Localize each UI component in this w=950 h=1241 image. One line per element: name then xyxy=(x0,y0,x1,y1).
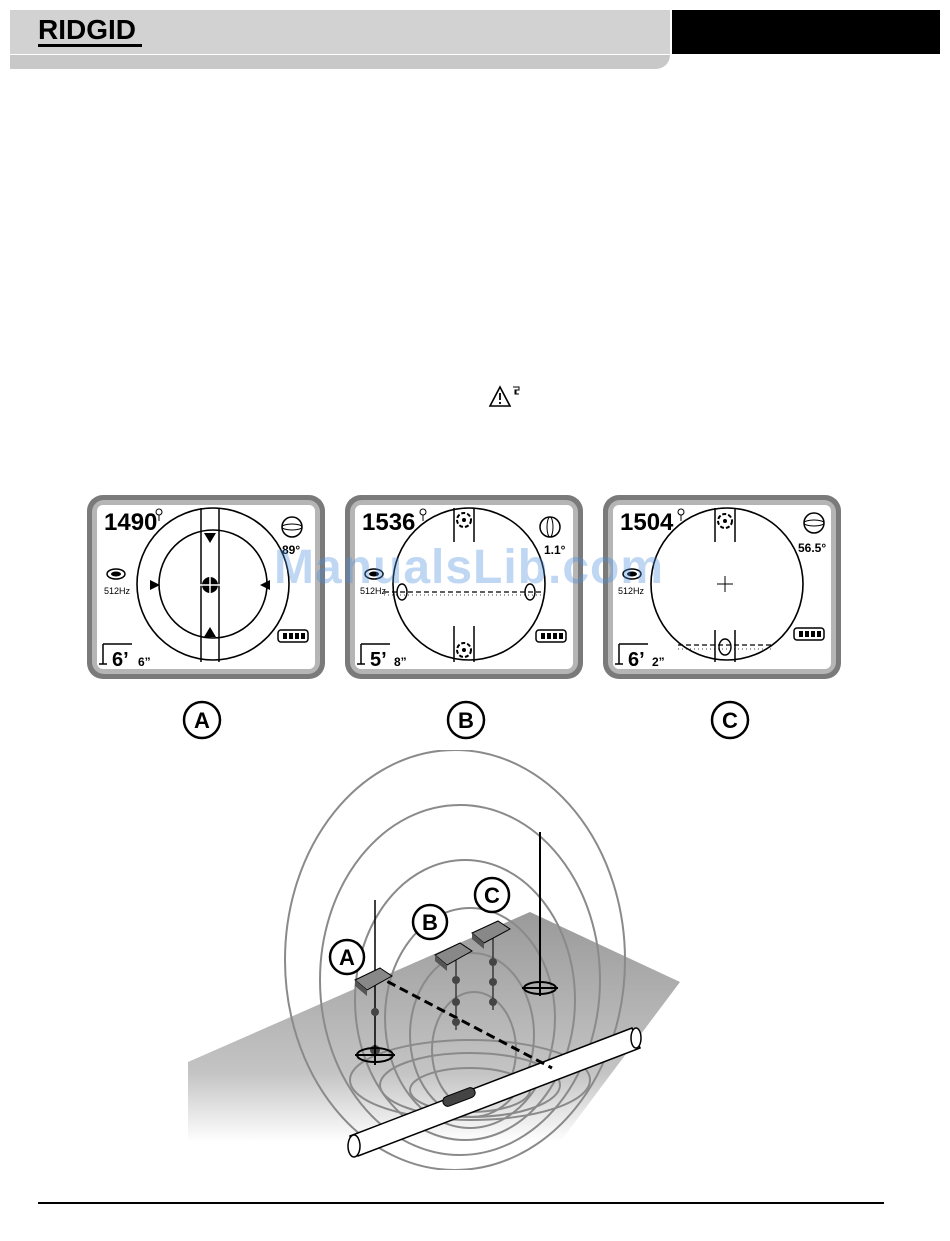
svg-text:A: A xyxy=(339,945,355,970)
screen-c-angle: 56.5° xyxy=(798,541,826,555)
screen-b-depth-in: 8” xyxy=(394,655,407,669)
label-circle-b: B xyxy=(446,700,486,740)
label-circle-a: A xyxy=(182,700,222,740)
screen-a-signal: 1490 xyxy=(104,509,157,536)
label-circle-c: C xyxy=(710,700,750,740)
screen-a-depth-in: 6” xyxy=(138,655,151,669)
watermark: ManualsLib.com xyxy=(274,540,664,595)
ridgid-logo: RIDGID xyxy=(38,14,136,46)
screen-c-depth-in: 2” xyxy=(652,655,665,669)
diagram-label-a: A xyxy=(330,940,364,974)
label-c-text: C xyxy=(722,708,738,733)
label-a-text: A xyxy=(194,708,210,733)
warning-triangle-icon xyxy=(488,384,524,408)
diagram-label-c: C xyxy=(475,878,509,912)
screen-a-frequency: 512Hz xyxy=(104,586,131,596)
header-black-block xyxy=(672,10,940,54)
footer-rule xyxy=(38,1202,884,1204)
screen-b-depth-ft: 5’ xyxy=(370,649,387,671)
screen-c-signal: 1504 xyxy=(620,509,674,536)
header-stripe xyxy=(10,55,670,69)
screen-a-depth-ft: 6’ xyxy=(112,649,129,671)
logo-underline xyxy=(38,44,142,47)
diagram-label-b: B xyxy=(413,905,447,939)
svg-text:C: C xyxy=(484,883,500,908)
field-diagram: A B C xyxy=(180,750,740,1170)
label-b-text: B xyxy=(458,708,474,733)
svg-text:B: B xyxy=(422,910,438,935)
screen-c-depth-ft: 6’ xyxy=(628,649,645,671)
screen-b-signal: 1536 xyxy=(362,509,415,536)
